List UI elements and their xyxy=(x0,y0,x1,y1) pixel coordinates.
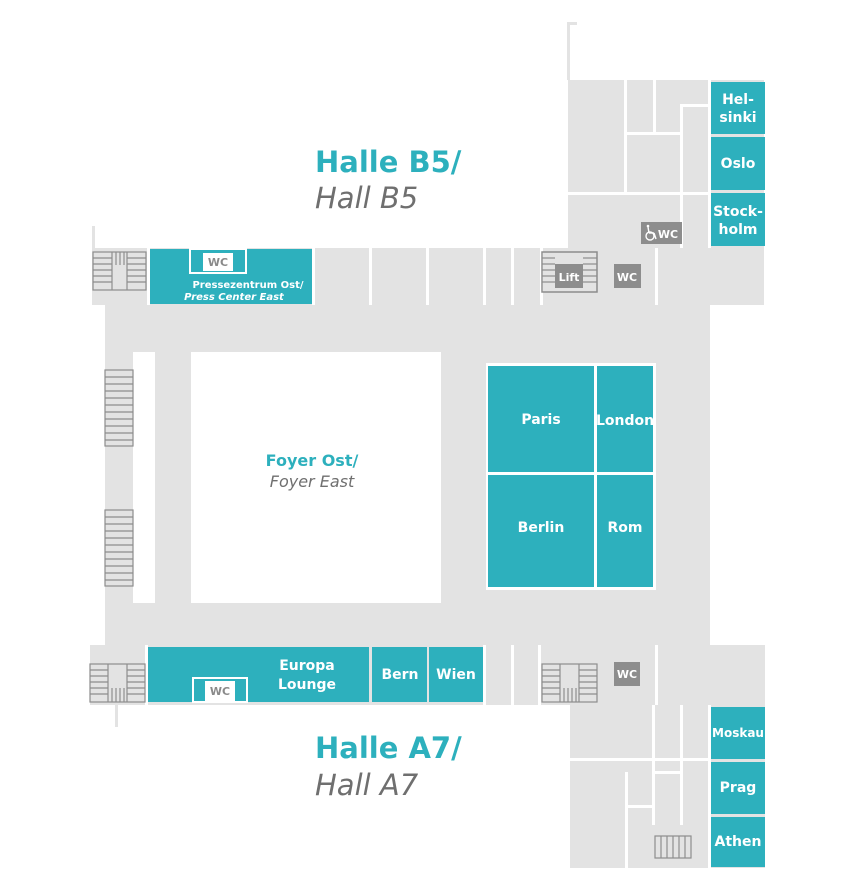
room-press-center[interactable]: WC Pressezentrum Ost/ Press Center East xyxy=(150,248,312,304)
foyer-en: Foyer East xyxy=(270,472,355,491)
foyer-label: Foyer Ost/ Foyer East xyxy=(266,451,359,491)
room-bern[interactable]: Bern xyxy=(372,647,427,702)
wc-upper-corridor-label: WC xyxy=(617,271,637,284)
hall-b5-en: Hall B5 xyxy=(315,181,418,215)
europa-wc-label: WC xyxy=(210,685,230,698)
hall-b5-de: Halle B5/ xyxy=(315,145,462,179)
room-wien-label: Wien xyxy=(436,667,476,683)
staircase-lower-right xyxy=(541,663,598,703)
room-oslo[interactable]: Oslo xyxy=(711,137,765,190)
press-wc-label: WC xyxy=(208,256,228,269)
wc-badge-upper-tower[interactable]: WC xyxy=(641,222,682,244)
room-rom-label: Rom xyxy=(608,520,643,536)
room-helsinki-label-1: Hel- xyxy=(722,92,754,108)
room-london-label: London xyxy=(596,413,654,429)
room-athen[interactable]: Athen xyxy=(711,817,765,867)
room-europa-lounge[interactable]: WC Europa Lounge xyxy=(148,647,369,703)
europa-lounge-label-2: Lounge xyxy=(278,677,336,693)
wc-badge-upper-corridor[interactable]: WC xyxy=(614,264,641,288)
wheelchair-icon xyxy=(645,226,657,241)
room-london[interactable]: London xyxy=(596,366,654,472)
hall-b5-label: Halle B5/ Hall B5 xyxy=(315,145,462,215)
staircase-upper-left xyxy=(92,251,147,291)
staircase-west-upper xyxy=(104,369,134,447)
room-stockholm[interactable]: Stock- holm xyxy=(711,193,765,246)
wc-upper-tower-label: WC xyxy=(658,228,678,241)
room-prag-label: Prag xyxy=(720,780,757,796)
room-stockholm-label-2: holm xyxy=(719,222,758,238)
staircase-lower-left xyxy=(89,663,146,703)
room-helsinki[interactable]: Hel- sinki xyxy=(711,82,765,134)
room-helsinki-label-2: sinki xyxy=(719,110,756,126)
room-paris[interactable]: Paris xyxy=(488,366,594,472)
europa-lounge-label-1: Europa xyxy=(279,658,335,674)
room-paris-label: Paris xyxy=(521,412,560,428)
room-bern-label: Bern xyxy=(381,667,418,683)
foyer-de: Foyer Ost/ xyxy=(266,451,359,470)
hall-a7-en: Hall A7 xyxy=(315,768,419,802)
room-prag[interactable]: Prag xyxy=(711,762,765,814)
lift-label: Lift xyxy=(559,271,580,284)
wc-lower-corridor-label: WC xyxy=(617,668,637,681)
lift[interactable]: Lift xyxy=(541,251,598,293)
room-moskau-label: Moskau xyxy=(712,726,764,740)
room-wien[interactable]: Wien xyxy=(429,647,483,702)
room-berlin-label: Berlin xyxy=(518,520,565,536)
room-moskau[interactable]: Moskau xyxy=(711,707,765,759)
press-center-de: Pressezentrum Ost/ xyxy=(192,280,303,291)
wc-badge-lower-corridor[interactable]: WC xyxy=(614,662,640,686)
staircase-lift-side xyxy=(542,257,597,283)
room-rom[interactable]: Rom xyxy=(597,475,653,587)
staircase-west-lower xyxy=(104,509,134,587)
staircase-lower-tower xyxy=(654,835,692,859)
room-athen-label: Athen xyxy=(715,834,762,850)
hall-a7-label: Halle A7/ Hall A7 xyxy=(315,731,462,802)
room-berlin[interactable]: Berlin xyxy=(488,475,594,587)
press-center-en: Press Center East xyxy=(184,292,285,303)
wall-stubs xyxy=(92,22,577,727)
room-stockholm-label-1: Stock- xyxy=(713,204,763,220)
room-oslo-label: Oslo xyxy=(721,156,756,172)
hall-a7-de: Halle A7/ xyxy=(315,731,462,765)
